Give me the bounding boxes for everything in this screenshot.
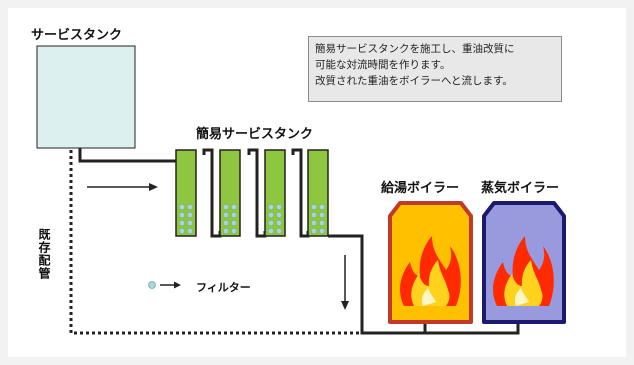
note-box: 簡易サービスタンクを施工し、重油改質に 可能な対流時間を作ります。 改質された重… (308, 36, 562, 102)
note-line-2: 可能な対流時間を作ります。 (315, 59, 451, 71)
service-tank-label: サービスタンク (31, 28, 123, 43)
note-line-3: 改質された重油をボイラーへと流します。 (315, 75, 513, 87)
flame-icon (492, 236, 554, 306)
hot-water-boiler-label: 給湯ボイラー (381, 181, 460, 196)
tank-column-1 (175, 149, 197, 237)
existing-piping-line (69, 150, 362, 335)
flame-icon (399, 236, 461, 306)
filter-dots (268, 204, 282, 234)
steam-boiler-label: 蒸気ボイラー (481, 181, 560, 196)
filter-dots (223, 204, 237, 234)
filter-dot-icon (148, 281, 156, 289)
pipe-to-columns (78, 148, 176, 163)
filter-dots (311, 204, 325, 234)
arrow-down-icon (341, 255, 349, 310)
tank-column-2 (219, 149, 241, 237)
note-line-1: 簡易サービスタンクを施工し、重油改質に (315, 43, 515, 55)
filter-legend-label: フィルター (196, 281, 251, 294)
filter-legend-icon (148, 281, 181, 289)
simple-service-tank-label: 簡易サービスタンク (196, 127, 314, 142)
tank-column-3 (264, 149, 286, 237)
steam-boiler (482, 201, 566, 324)
tank-column-4 (307, 149, 329, 237)
arrow-right-icon (87, 183, 158, 191)
service-tank (36, 45, 136, 149)
existing-piping-label: 既存配管 (37, 228, 51, 280)
hot-water-boiler (388, 201, 473, 324)
filter-dots (179, 204, 193, 234)
